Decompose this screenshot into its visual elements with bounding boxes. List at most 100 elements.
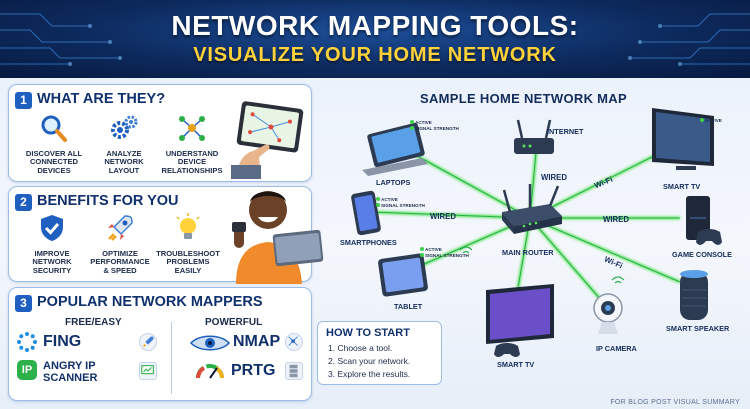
laptop-icon (362, 122, 428, 176)
feature-label-line: OPTIMIZE (102, 249, 138, 258)
link-label-wired: WIRED (541, 173, 567, 182)
status-chip-laptop: ACTIVE SIGNAL STRENGTH (410, 120, 459, 131)
relationship-graph-icon (179, 116, 205, 141)
game-console-icon (686, 196, 722, 245)
status-active-text: ACTIVE (705, 118, 722, 123)
section-number-badge: 2 (15, 194, 32, 211)
section-number-badge: 1 (15, 92, 32, 109)
status-active-text: ACTIVE (381, 197, 398, 202)
page-title: NETWORK MAPPING TOOLS: (171, 10, 579, 41)
tablet-map-illustration (231, 101, 304, 179)
status-active-text: ACTIVE (425, 247, 442, 252)
step-item: 1. Choose a tool. (328, 343, 393, 353)
rocket-icon (142, 336, 154, 348)
gears-icon (111, 115, 138, 139)
feature-label-line: EASILY (174, 265, 202, 275)
section-number-badge: 3 (15, 295, 32, 312)
tool-angry-ip-line2: SCANNER (43, 372, 98, 384)
lightbulb-icon (176, 213, 200, 239)
active-dot-icon (410, 120, 414, 124)
feature-optimize-speed: OPTIMIZE PERFORMANCE & SPEED (85, 213, 155, 275)
link-label-wired: WIRED (603, 215, 629, 224)
feature-label-line: RELATIONSHIPS (161, 165, 223, 175)
feature-discover-devices: DISCOVER ALL CONNECTED DEVICES (19, 113, 89, 175)
feature-label-line: PROBLEMS (166, 257, 210, 267)
feature-label-line: DEVICE (177, 157, 207, 167)
feature-label-line: DISCOVER ALL (25, 149, 83, 158)
feature-label-line: IMPROVE (34, 249, 70, 258)
header-banner: NETWORK MAPPING TOOLS: VISUALIZE YOUR HO… (0, 0, 750, 78)
chart-monitor-icon (141, 365, 154, 375)
device-label-smart-tv: SMART TV (663, 182, 701, 191)
shield-check-icon (41, 215, 63, 241)
free-easy-heading: FREE/EASY (65, 317, 122, 328)
tool-angry-ip-line1: ANGRY IP (43, 360, 96, 372)
network-map-graphic (351, 108, 722, 357)
powerful-heading: POWERFUL (205, 317, 263, 328)
status-signal-text: SIGNAL STRENGTH (381, 202, 425, 208)
tool-fing: FING (43, 333, 82, 350)
network-badge (285, 333, 303, 351)
person-with-laptop-illustration (232, 191, 324, 284)
server-icon (289, 364, 298, 378)
status-chip-smart-tv: ACTIVE (700, 118, 722, 124)
section-title: WHAT ARE THEY? (37, 91, 166, 107)
rocket-icon (108, 215, 133, 241)
map-title: SAMPLE HOME NETWORK MAP (420, 91, 627, 106)
status-chip-tablet: ACTIVE SIGNAL STRENGTH (420, 247, 469, 258)
tool-prtg: PRTG (231, 362, 276, 379)
feature-label-line: NETWORK (104, 157, 144, 167)
step-item: 3. Explore the results. (328, 369, 411, 379)
section-what-are-they: 1 WHAT ARE THEY? DISCOVER ALL CONNECTED … (8, 84, 312, 182)
smart-tv-icon (652, 108, 714, 170)
status-signal-text: SIGNAL STRENGTH (425, 252, 469, 258)
feature-label-line: SECURITY (32, 265, 72, 275)
footer-note: FOR BLOG POST VISUAL SUMMARY (610, 399, 740, 406)
smartphone-icon (351, 190, 381, 236)
feature-label-line: & SPEED (103, 265, 137, 275)
device-label-laptops: LAPTOPS (376, 178, 411, 187)
rocket-badge (139, 333, 157, 351)
link-label-wired: WIRED (430, 212, 456, 221)
signal-dot-icon (376, 202, 380, 207)
signal-dot-icon (420, 252, 424, 257)
smart-speaker-icon (680, 270, 708, 320)
ip-camera-icon (593, 293, 623, 334)
page-subtitle: VISUALIZE YOUR HOME NETWORK (193, 44, 557, 66)
internet-modem-icon (514, 119, 554, 154)
device-label-smart-tv-bottom: SMART TV (497, 360, 535, 369)
section-title: POPULAR NETWORK MAPPERS (37, 294, 263, 310)
feature-label-line: DEVICES (37, 165, 71, 175)
circuit-pattern-right (628, 13, 750, 66)
tools-divider (171, 322, 172, 394)
server-badge (285, 362, 303, 380)
active-dot-icon (420, 247, 424, 251)
feature-device-relationships: UNDERSTAND DEVICE RELATIONSHIPS (157, 113, 227, 175)
monitor-badge (139, 362, 157, 380)
feature-label-line: CONNECTED (29, 157, 79, 167)
device-label-smart-speaker: SMART SPEAKER (666, 324, 730, 333)
feature-label-line: ANALYZE (106, 149, 142, 158)
feature-troubleshoot: TROUBLESHOOT PROBLEMS EASILY (153, 213, 223, 275)
device-label-main-router: MAIN ROUTER (502, 248, 554, 257)
main-router-icon (502, 184, 562, 234)
device-label-game-console: GAME CONSOLE (672, 250, 732, 259)
feature-label-line: TROUBLESHOOT (156, 249, 220, 258)
device-label-smartphones: SMARTPHONES (340, 238, 397, 247)
section-title: BENEFITS FOR YOU (37, 193, 179, 209)
feature-label-line: LAYOUT (108, 165, 140, 175)
feature-label-line: UNDERSTAND (165, 149, 219, 158)
feature-improve-security: IMPROVE NETWORK SECURITY (17, 213, 87, 275)
device-label-ip-camera: IP CAMERA (596, 344, 637, 353)
tool-nmap: NMAP (233, 333, 281, 350)
signal-dot-icon (410, 125, 414, 130)
feature-label-line: PERFORMANCE (90, 257, 150, 267)
device-label-tablet: TABLET (394, 302, 423, 311)
status-chip-smartphone: ACTIVE SIGNAL STRENGTH (376, 197, 425, 208)
angry-ip-logo-icon: IP (17, 360, 37, 380)
device-label-internet: INTERNET (547, 127, 584, 136)
how-to-start-box: HOW TO START 1. Choose a tool. 2. Scan y… (317, 321, 442, 385)
active-dot-icon (376, 197, 380, 201)
nmap-eye-logo-icon (189, 335, 231, 351)
